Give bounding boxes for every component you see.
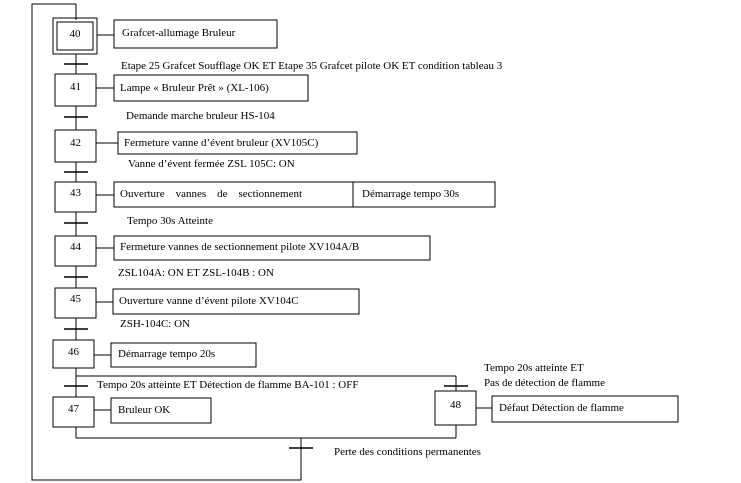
step-40-inner-box bbox=[56, 21, 94, 51]
transition-42-43-condition: Vanne d’évent fermée ZSL 105C: ON bbox=[128, 158, 295, 170]
step-41-action: Lampe « Bruleur Prêt » (XL-106) bbox=[120, 82, 269, 94]
step-43-number: 43 bbox=[70, 187, 81, 199]
transition-46-48-condition-line1: Tempo 20s atteinte ET bbox=[484, 362, 584, 374]
action-48-box bbox=[491, 395, 679, 423]
step-42-number: 42 bbox=[70, 137, 81, 149]
step-47-action: Bruleur OK bbox=[118, 404, 171, 416]
step-45-box bbox=[54, 287, 97, 319]
transition-43-44-condition: Tempo 30s Atteinte bbox=[127, 215, 213, 227]
step-40-number: 40 bbox=[69, 28, 81, 40]
step-48-action: Défaut Détection de flamme bbox=[499, 402, 624, 414]
step-47-number: 47 bbox=[68, 403, 79, 415]
step-41-box bbox=[54, 73, 97, 107]
step-48-number: 48 bbox=[450, 399, 461, 411]
transition-reset-condition: Perte des conditions permanentes bbox=[334, 446, 481, 458]
step-43-action-tempo: Démarrage tempo 30s bbox=[362, 188, 460, 200]
step-40-action: Grafcet-allumage Bruleur bbox=[122, 27, 236, 39]
step-43-action: Ouverture vannes de sectionnement bbox=[120, 188, 303, 200]
transition-40-41-condition: Etape 25 Grafcet Soufflage OK ET Etape 3… bbox=[121, 60, 503, 72]
step-40-box bbox=[52, 17, 98, 55]
step-44-box bbox=[54, 235, 97, 267]
transition-46-47-condition: Tempo 20s atteinte ET Détection de flamm… bbox=[97, 379, 359, 391]
step-46-action: Démarrage tempo 20s bbox=[118, 348, 216, 360]
step-44-number: 44 bbox=[70, 241, 81, 253]
action-43-box-b bbox=[352, 181, 496, 208]
transition-44-45-condition: ZSL104A: ON ET ZSL-104B : ON bbox=[118, 267, 274, 279]
step-45-action: Ouverture vanne d’évent pilote XV104C bbox=[119, 295, 299, 307]
step-46-box bbox=[52, 339, 95, 369]
step-42-box bbox=[54, 129, 97, 163]
step-44-action: Fermeture vannes de sectionnement pilote… bbox=[120, 241, 360, 253]
step-47-box bbox=[52, 396, 95, 428]
step-45-number: 45 bbox=[70, 293, 81, 305]
action-40-box bbox=[113, 19, 278, 49]
step-46-number: 46 bbox=[68, 346, 79, 358]
transition-45-46-condition: ZSH-104C: ON bbox=[120, 318, 190, 330]
return-loop-line bbox=[31, 3, 302, 481]
step-42-action: Fermeture vanne d’évent bruleur (XV105C) bbox=[124, 137, 319, 149]
transition-46-48-condition-line2: Pas de détection de flamme bbox=[484, 377, 605, 389]
transition-41-42-condition: Demande marche bruleur HS-104 bbox=[126, 110, 275, 122]
step-43-box bbox=[54, 181, 97, 213]
step-41-number: 41 bbox=[70, 81, 81, 93]
